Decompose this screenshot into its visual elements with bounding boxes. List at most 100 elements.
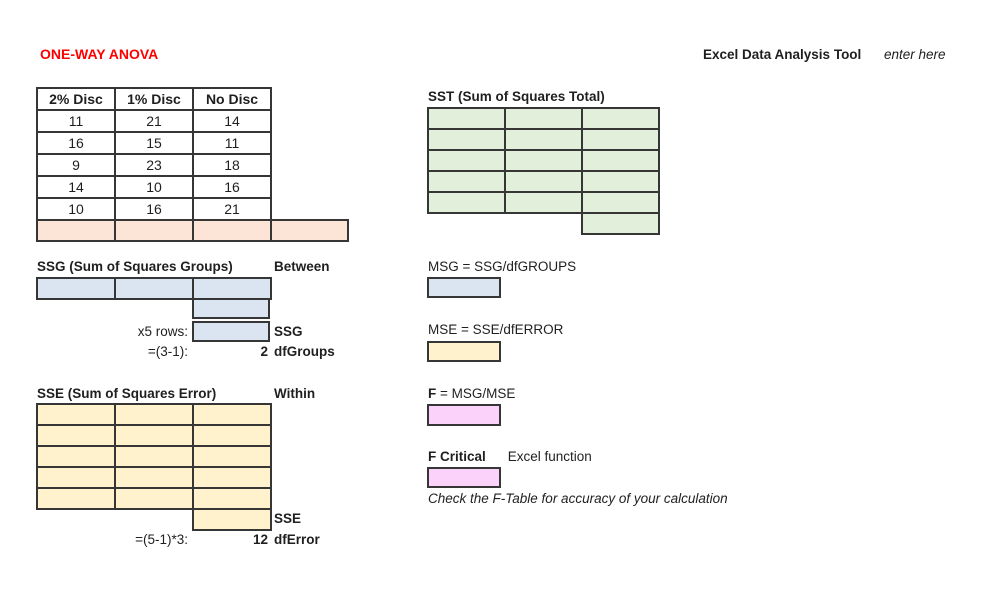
- data-cell[interactable]: 10: [114, 175, 194, 199]
- data-cell[interactable]: 16: [114, 197, 194, 221]
- sst-cell[interactable]: [427, 107, 506, 130]
- dfgroups-formula: =(3-1):: [147, 344, 188, 359]
- ghost-cell: [37, 509, 115, 530]
- sst-cell[interactable]: [427, 191, 506, 214]
- data-cell[interactable]: 15: [114, 131, 194, 155]
- sse-cell[interactable]: [36, 424, 116, 447]
- sse-cell[interactable]: [114, 424, 194, 447]
- sst-cell[interactable]: [581, 107, 660, 130]
- data-cell[interactable]: 14: [36, 175, 116, 199]
- sst-total-cell[interactable]: [581, 212, 660, 235]
- entry-cell[interactable]: [36, 219, 116, 242]
- table-row: 9 23 18: [36, 153, 348, 177]
- mse-cell[interactable]: [427, 341, 501, 362]
- page-title: ONE-WAY ANOVA: [40, 46, 159, 62]
- sse-total-cell[interactable]: [192, 508, 272, 531]
- col-header[interactable]: 2% Disc: [36, 87, 116, 111]
- sst-cell[interactable]: [581, 128, 660, 151]
- ghost-cell: [271, 198, 348, 220]
- sse-cell[interactable]: [192, 445, 272, 468]
- sst-cell[interactable]: [427, 149, 506, 172]
- sse-cell[interactable]: [114, 403, 194, 426]
- data-table: 2% Disc 1% Disc No Disc 11 21 14 16 15 1…: [36, 87, 349, 242]
- sse-cell[interactable]: [114, 466, 194, 489]
- within-label: Within: [274, 386, 316, 401]
- dferror-formula: =(5-1)*3:: [135, 532, 188, 547]
- x5-rows-label: x5 rows:: [137, 324, 188, 339]
- data-table-header-row: 2% Disc 1% Disc No Disc: [36, 87, 348, 111]
- excel-function-note: Excel function: [507, 449, 592, 464]
- ssg-title: SSG (Sum of Squares Groups): [37, 259, 233, 274]
- enter-here-note: enter here: [884, 47, 946, 62]
- sse-sum-label: SSE: [274, 511, 302, 526]
- data-cell[interactable]: 16: [36, 131, 116, 155]
- sst-cell[interactable]: [504, 191, 583, 214]
- sse-cell[interactable]: [192, 487, 272, 510]
- data-cell[interactable]: 21: [192, 197, 272, 221]
- sst-cell[interactable]: [504, 170, 583, 193]
- dferror-label: dfError: [274, 532, 320, 547]
- ssg-cell[interactable]: [36, 277, 116, 300]
- sst-cell[interactable]: [581, 191, 660, 214]
- f-cell[interactable]: [427, 404, 501, 426]
- between-label: Between: [274, 259, 330, 274]
- ghost-cell: [505, 213, 582, 234]
- mse-formula-label: MSE = SSE/dfERROR: [428, 322, 564, 337]
- entry-cell[interactable]: [192, 219, 272, 242]
- ghost-cell: [428, 213, 505, 234]
- check-ftable-note: Check the F-Table for accuracy of your c…: [428, 491, 728, 506]
- data-cell[interactable]: 18: [192, 153, 272, 177]
- sst-cell[interactable]: [504, 107, 583, 130]
- sse-cell[interactable]: [114, 487, 194, 510]
- ssg-result-cell[interactable]: [192, 321, 270, 342]
- sst-cell[interactable]: [427, 128, 506, 151]
- entry-cell[interactable]: [114, 219, 194, 242]
- sst-cell[interactable]: [581, 170, 660, 193]
- ghost-cell: [271, 132, 348, 154]
- ssg-sum-cell[interactable]: [192, 298, 270, 319]
- data-cell[interactable]: 10: [36, 197, 116, 221]
- sse-cell[interactable]: [36, 403, 116, 426]
- sse-cell[interactable]: [192, 424, 272, 447]
- table-row: 11 21 14: [36, 109, 348, 133]
- sse-table: [36, 403, 272, 531]
- sst-cell[interactable]: [427, 170, 506, 193]
- sst-table: [427, 107, 660, 235]
- col-header[interactable]: No Disc: [192, 87, 272, 111]
- f-formula-label: F = MSG/MSE: [428, 386, 515, 402]
- msg-cell[interactable]: [427, 277, 501, 298]
- sse-cell[interactable]: [36, 445, 116, 468]
- excel-tool-label: Excel Data Analysis Tool: [703, 47, 862, 62]
- data-cell[interactable]: 21: [114, 109, 194, 133]
- data-cell[interactable]: 11: [192, 131, 272, 155]
- sse-cell[interactable]: [36, 487, 116, 510]
- sse-cell[interactable]: [192, 466, 272, 489]
- f-symbol: F: [428, 386, 437, 401]
- f-formula-rest: = MSG/MSE: [436, 386, 516, 401]
- data-cell[interactable]: 16: [192, 175, 272, 199]
- ssg-cell[interactable]: [114, 277, 194, 300]
- col-header[interactable]: 1% Disc: [114, 87, 194, 111]
- sst-cell[interactable]: [504, 128, 583, 151]
- sst-cell[interactable]: [504, 149, 583, 172]
- ghost-cell: [271, 88, 348, 110]
- table-row: 10 16 21: [36, 197, 348, 221]
- ssg-cell[interactable]: [192, 277, 272, 300]
- data-cell[interactable]: 11: [36, 109, 116, 133]
- data-cell[interactable]: 9: [36, 153, 116, 177]
- sst-cell[interactable]: [581, 149, 660, 172]
- totals-entry-row: [36, 219, 349, 242]
- dfgroups-label: dfGroups: [274, 344, 335, 359]
- sst-title: SST (Sum of Squares Total): [428, 89, 605, 104]
- f-critical-cell[interactable]: [427, 467, 501, 488]
- sse-cell[interactable]: [36, 466, 116, 489]
- entry-cell[interactable]: [270, 219, 349, 242]
- data-cell[interactable]: 14: [192, 109, 272, 133]
- dfgroups-value: 2: [260, 344, 268, 359]
- ssg-row: [36, 277, 272, 300]
- data-cell[interactable]: 23: [114, 153, 194, 177]
- sse-cell[interactable]: [192, 403, 272, 426]
- ghost-cell: [271, 154, 348, 176]
- sse-cell[interactable]: [114, 445, 194, 468]
